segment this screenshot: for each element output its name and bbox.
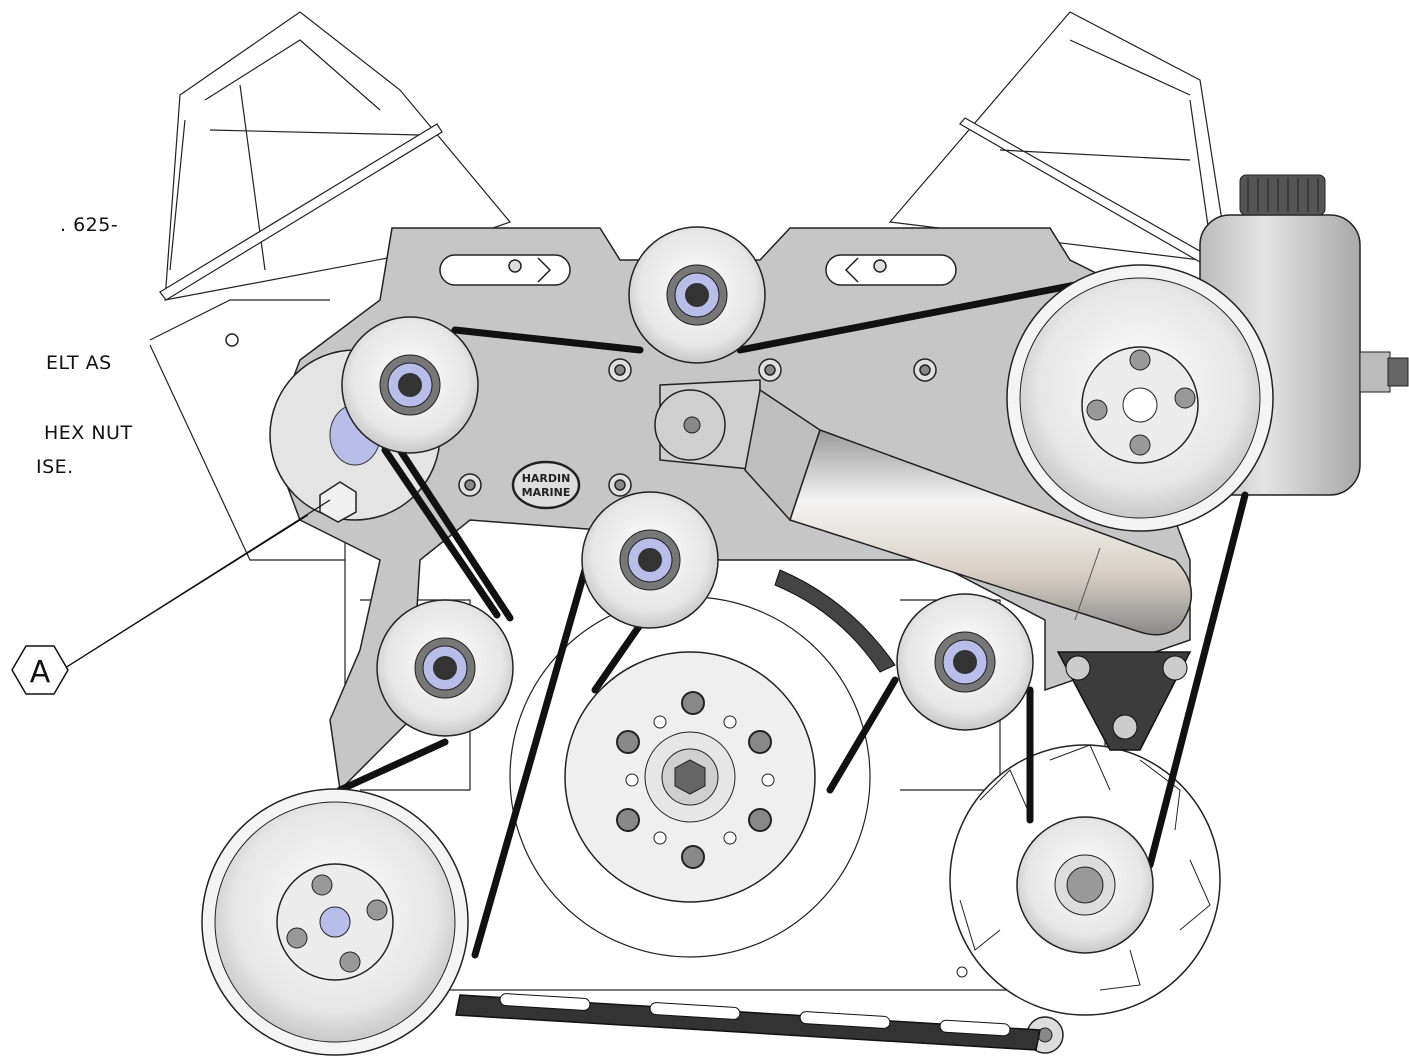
power-steering-pulley — [1006, 264, 1274, 532]
logo-line-1: HARDIN — [522, 472, 571, 485]
top-center-idler-pulley — [628, 226, 766, 364]
right-idler-pulley — [896, 593, 1034, 731]
left-upper-idler-pulley — [341, 316, 479, 454]
bracket-slots — [439, 254, 957, 286]
note-line-4: ISE. — [36, 456, 74, 478]
tensioner-arm — [654, 379, 1193, 636]
alternator-bracket — [1056, 651, 1192, 751]
right-valve-cover — [888, 11, 1226, 263]
adjustment-slot — [774, 569, 896, 673]
crankshaft-pulley — [564, 651, 816, 903]
alternator-pulley — [1016, 816, 1154, 954]
note-line-3: HEX NUT — [44, 422, 133, 444]
drive-belts — [336, 281, 1249, 959]
bottom-support-strap — [455, 993, 1041, 1051]
note-line-2: ELT AS — [46, 352, 112, 374]
left-lower-idler-pulley — [376, 599, 514, 737]
callout-label: A — [30, 655, 51, 690]
center-idler-pulley — [581, 491, 719, 629]
hexagon-callout-icon — [11, 645, 69, 695]
note-line-1: . 625- — [60, 214, 119, 236]
raw-water-pump-pulley — [201, 788, 469, 1056]
main-bracket-plate — [269, 227, 1191, 792]
callout-a: A — [11, 499, 331, 695]
logo-line-2: MARINE — [522, 486, 571, 499]
hardin-marine-logo: HARDIN MARINE — [511, 460, 581, 510]
